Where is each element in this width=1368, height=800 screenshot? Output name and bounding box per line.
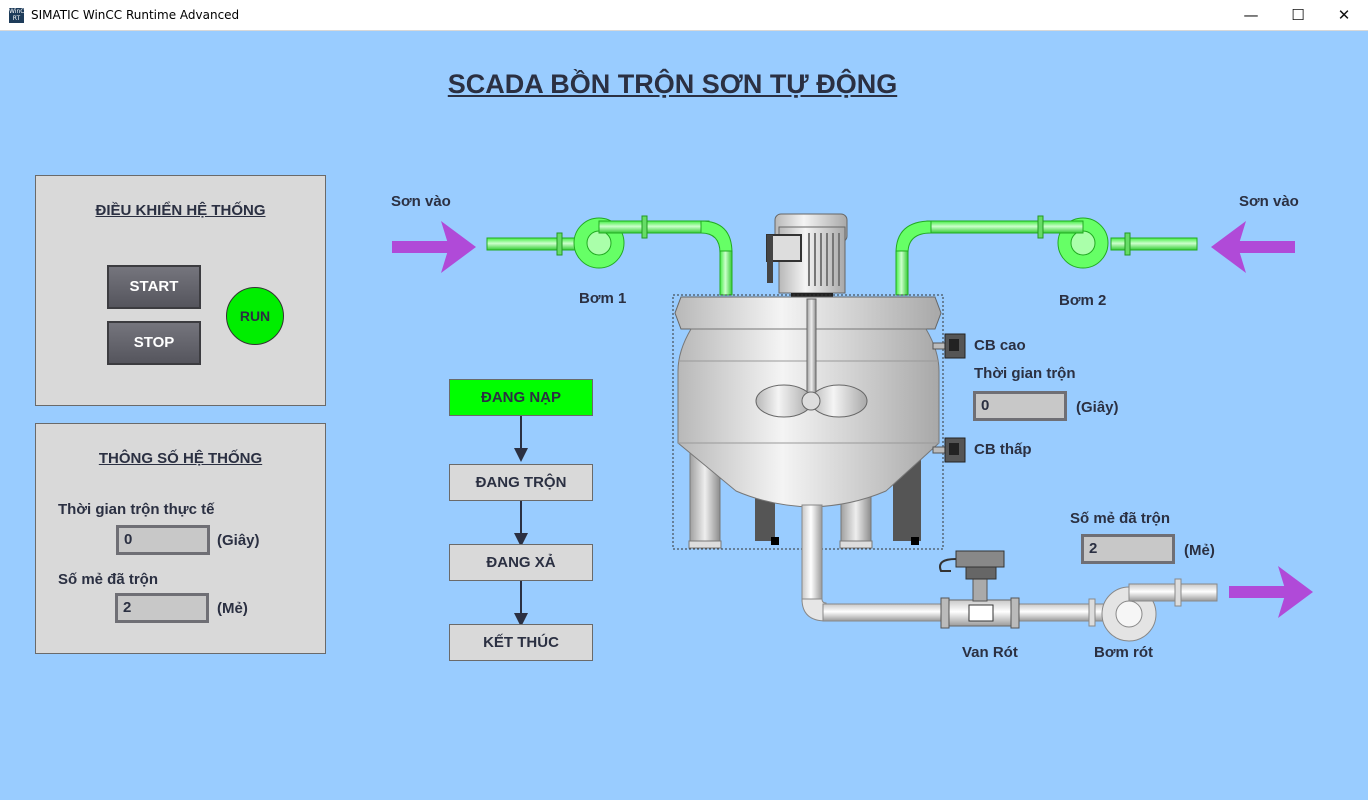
- hmi-screen: SCADA BỒN TRỘN SƠN TỰ ĐỘNG ĐIỀU KHIỂN HỆ…: [1, 31, 1367, 799]
- parameters-panel-title: THÔNG SỐ HỆ THỐNG: [98, 450, 263, 467]
- wincc-app-icon: WinCC RT: [9, 8, 29, 23]
- outlet-arrow-icon: [1229, 566, 1313, 618]
- paint-inlet-left-label: Sơn vào: [391, 193, 451, 210]
- sequence-arrow-icon: [514, 501, 528, 547]
- mix-time-label: Thời gian trộn: [974, 365, 1076, 382]
- level-sensor-low-icon: [932, 437, 966, 463]
- plant-diagram: [392, 213, 1313, 642]
- batch-count-label: Số mẻ đã trộn: [1070, 510, 1171, 527]
- mixing-tank-icon: [672, 294, 944, 550]
- sensor-low-label: CB thấp: [974, 441, 1032, 458]
- actual-mix-time-label: Thời gian trộn thực tế: [58, 501, 215, 518]
- sequence-step: ĐANG NẠP: [449, 379, 593, 416]
- inlet-pipe-right: [895, 215, 1198, 296]
- actual-mix-time-field[interactable]: 0: [116, 525, 210, 555]
- mix-time-unit: (Giây): [1076, 399, 1119, 416]
- stop-button[interactable]: STOP: [107, 321, 201, 365]
- inlet-arrow-right-icon: [1211, 221, 1295, 273]
- window-title: SIMATIC WinCC Runtime Advanced: [31, 8, 240, 22]
- discharge-pump-label: Bơm rót: [1094, 644, 1153, 661]
- paint-inlet-right-label: Sơn vào: [1239, 193, 1299, 210]
- page-title: SCADA BỒN TRỘN SƠN TỰ ĐỘNG: [447, 69, 898, 99]
- close-button[interactable]: ✕: [1337, 6, 1351, 24]
- sequence-arrow-icon: [514, 416, 528, 462]
- sequence-step: ĐANG TRỘN: [449, 464, 593, 501]
- batches-mixed-label: Số mẻ đã trộn: [58, 571, 159, 588]
- pump2-label: Bơm 2: [1059, 292, 1107, 309]
- batches-mixed-unit: (Mẻ): [217, 600, 248, 617]
- mix-time-field[interactable]: 0: [973, 391, 1067, 421]
- sequence-step: KẾT THÚC: [449, 624, 593, 661]
- discharge-valve-icon: [939, 550, 1020, 629]
- pump1-label: Bơm 1: [579, 290, 627, 307]
- sequence-arrow-icon: [514, 581, 528, 627]
- run-indicator-lamp: RUN: [226, 287, 284, 345]
- control-panel: ĐIỀU KHIỂN HỆ THỐNG START STOP RUN: [35, 175, 326, 406]
- batch-count-unit: (Mẻ): [1184, 542, 1215, 559]
- batch-count-field[interactable]: 2: [1081, 534, 1175, 564]
- agitator-motor-icon: [766, 213, 848, 299]
- control-panel-title: ĐIỀU KHIỂN HỆ THỐNG: [95, 202, 266, 219]
- minimize-button[interactable]: —: [1243, 6, 1259, 24]
- sensor-high-label: CB cao: [974, 337, 1026, 354]
- sequence-step: ĐANG XẢ: [449, 544, 593, 581]
- actual-mix-time-unit: (Giây): [217, 532, 260, 549]
- discharge-valve-label: Van Rót: [962, 644, 1018, 661]
- maximize-button[interactable]: ☐: [1291, 6, 1305, 24]
- inlet-pipe-left: [486, 215, 733, 296]
- parameters-panel: THÔNG SỐ HỆ THỐNG Thời gian trộn thực tế…: [35, 423, 326, 654]
- inlet-arrow-left-icon: [392, 221, 476, 273]
- level-sensor-high-icon: [932, 333, 966, 359]
- batches-mixed-field[interactable]: 2: [115, 593, 209, 623]
- start-button[interactable]: START: [107, 265, 201, 309]
- window-titlebar: WinCC RT SIMATIC WinCC Runtime Advanced …: [0, 0, 1368, 31]
